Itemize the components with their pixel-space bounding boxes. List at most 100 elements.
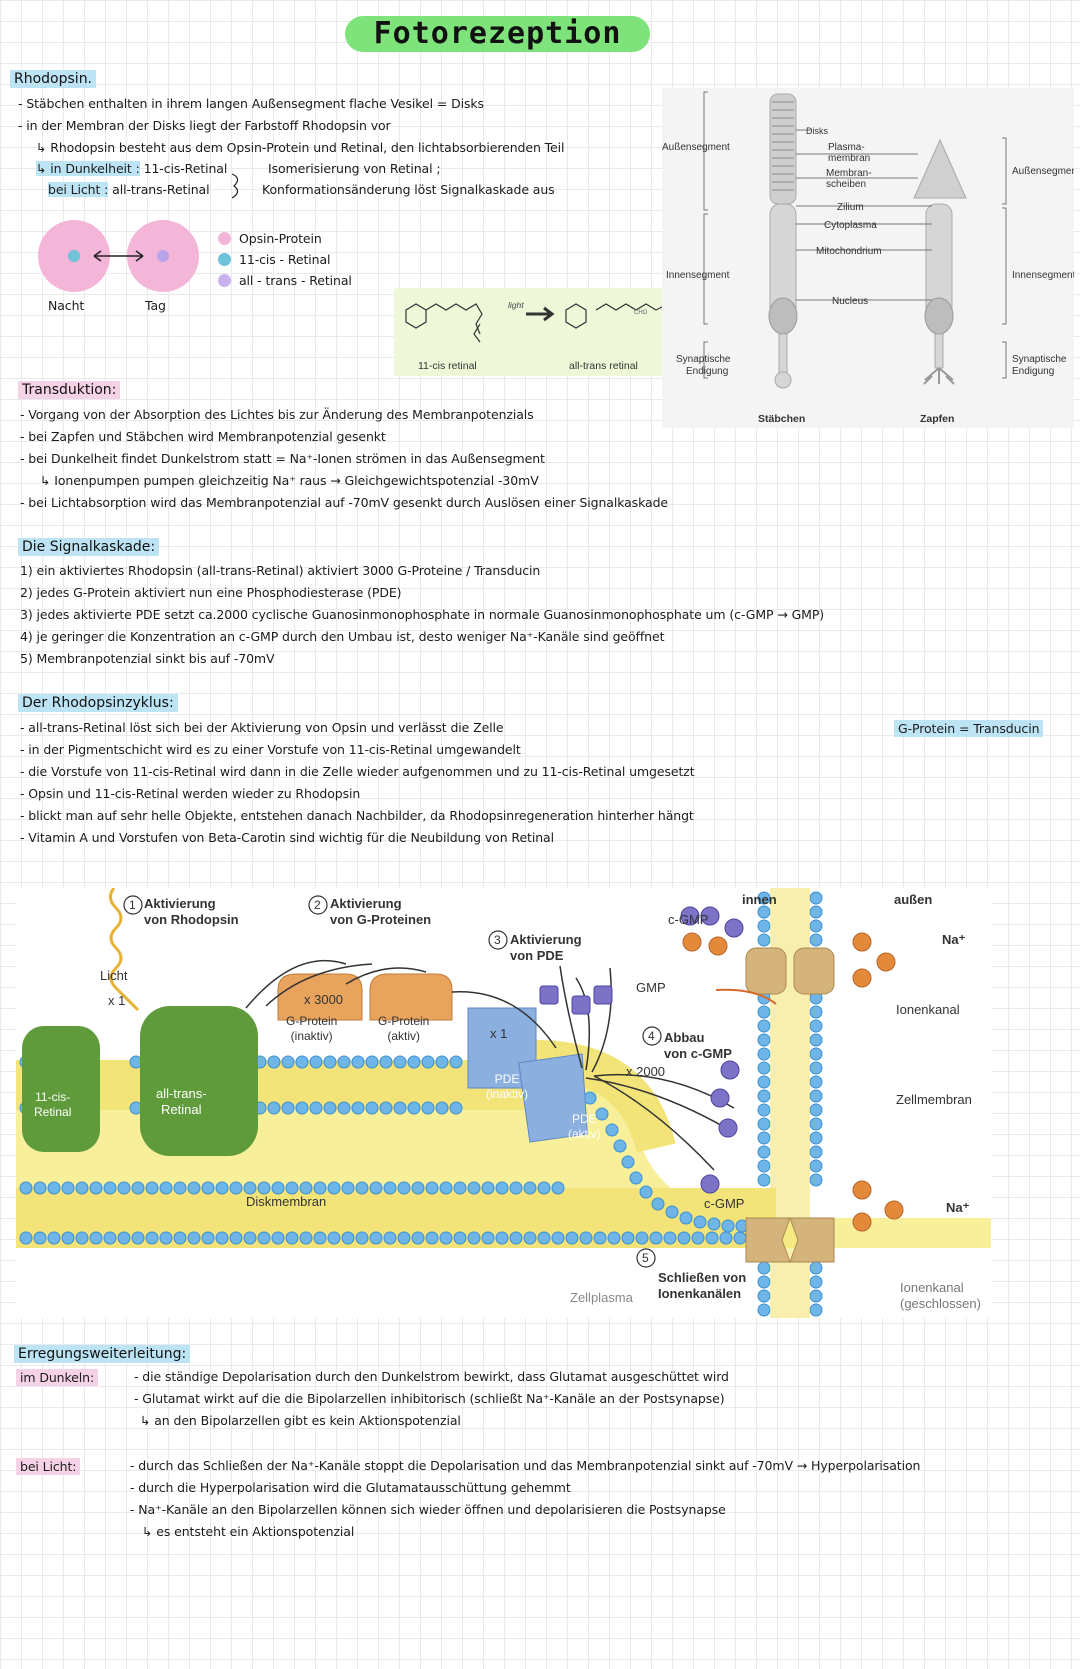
svg-text:4: 4: [648, 1029, 655, 1043]
zilium-label: Zilium: [837, 202, 864, 213]
signalkaskade-line-2: 2) jedes G-Protein aktiviert nun eine Ph…: [20, 585, 402, 600]
na-bottom-label: Na⁺: [946, 1200, 970, 1215]
gprotein-aktiv-label: G-Protein (aktiv): [378, 1014, 430, 1043]
transduktion-line-2: - bei Zapfen und Stäbchen wird Membranpo…: [20, 429, 386, 444]
light-value: all-trans-Retinal: [112, 182, 210, 197]
syn-right-label-2: Endigung: [1012, 366, 1054, 377]
rhodopsin-heading: Rhodopsin.: [10, 70, 97, 88]
pde-aktiv: [518, 1053, 588, 1143]
plasma-label: Plasma-: [828, 142, 865, 153]
cis-dot: [68, 250, 80, 262]
dunkel-label: im Dunkeln:: [16, 1369, 99, 1386]
membran-label-2: scheiben: [826, 179, 866, 190]
gmp-label: GMP: [636, 980, 666, 995]
zyklus-line-1: - all-trans-Retinal löst sich bei der Ak…: [20, 720, 504, 735]
dark-row: ↳ in Dunkelheit : 11-cis-Retinal: [36, 161, 227, 176]
transduktion-line-3: - bei Dunkelheit findet Dunkelstrom stat…: [20, 451, 545, 466]
zyklus-heading: Der Rhodopsinzyklus:: [18, 694, 178, 712]
disk-heads-bottom: [19, 1181, 761, 1245]
zyklus-line-5: - blickt man auf sehr helle Objekte, ent…: [20, 808, 694, 823]
erregung-heading: Erregungsweiterleitung:: [14, 1345, 191, 1363]
mito-label: Mitochondrium: [816, 246, 882, 257]
signalkaskade-heading: Die Signalkaskade:: [18, 538, 160, 556]
licht-label-erregung: bei Licht:: [16, 1458, 81, 1475]
light-label: bei Licht :: [48, 182, 109, 197]
retinal-structures: light CHO 11-cis retinal all-trans retin…: [405, 300, 665, 372]
cgmp-top-label: c-GMP: [668, 912, 709, 927]
dunkel-line-2: - Glutamat wirkt auf die die Bipolarzell…: [134, 1391, 725, 1406]
licht-line-1: - durch das Schließen der Na⁺-Kanäle sto…: [130, 1458, 921, 1473]
zellmembran-label: Zellmembran: [896, 1092, 972, 1107]
x3000-label: x 3000: [304, 992, 344, 1007]
nacht-label: Nacht: [48, 298, 85, 313]
plasma-label-2: membran: [828, 153, 870, 164]
page-title: Fotorezeption: [345, 16, 650, 52]
licht-line-3: - Na⁺-Kanäle an den Bipolarzellen können…: [130, 1502, 726, 1517]
step4-label: Abbau von c-GMP: [664, 1030, 732, 1061]
gprotein-inaktiv-label: G-Protein (inaktiv): [286, 1014, 338, 1043]
x1-label: x 1: [108, 993, 126, 1008]
dark-value: 11-cis-Retinal: [143, 161, 228, 176]
cell-membrane-heads: [757, 891, 823, 1317]
legend: Opsin-Protein 11-cis - Retinal all - tra…: [218, 228, 352, 291]
gprotein-aktiv: [369, 973, 453, 1021]
step5-label: Schließen von Ionenkanälen: [658, 1270, 747, 1301]
light-label: light: [508, 300, 524, 310]
syn-left-label-2: Endigung: [686, 366, 728, 377]
rhodopsin-line-1: - Stäbchen enthalten in ihrem langen Auß…: [18, 96, 484, 111]
light-arrow: [109, 888, 140, 1012]
cytoplasma-label: Cytoplasma: [824, 220, 877, 231]
photoreceptor-figure: Disks Plasma- membran Membran- scheiben …: [662, 88, 1080, 428]
rhodopsin-cis: [22, 1026, 100, 1152]
svg-text:5: 5: [642, 1251, 649, 1265]
dark-label: ↳ in Dunkelheit :: [36, 161, 140, 176]
dunkel-line-3: ↳ an den Bipolarzellen gibt es kein Akti…: [140, 1413, 461, 1428]
legend-item-cis: 11-cis - Retinal: [218, 249, 352, 270]
pde-aktiv-label: PDE (aktiv): [568, 1112, 601, 1141]
x1b-label: x 1: [490, 1026, 508, 1041]
light-row: bei Licht : all-trans-Retinal: [48, 182, 210, 197]
nucleus-label: Nucleus: [832, 296, 868, 307]
innen-left-label: Innensegment: [666, 270, 730, 281]
diskmembran-label: Diskmembran: [246, 1194, 327, 1209]
rhodopsin-line-3: ↳ Rhodopsin besteht aus dem Opsin-Protei…: [36, 140, 565, 155]
signalkaskade-line-3: 3) jedes aktivierte PDE setzt ca.2000 cy…: [20, 607, 825, 622]
signalkaskade-line-4: 4) je geringer die Konzentration an c-GM…: [20, 629, 665, 644]
tag-label: Tag: [145, 298, 166, 313]
bracket-arrows: [231, 173, 239, 199]
aussen-left-label: Außensegment: [662, 142, 730, 153]
pde-inaktiv-label: PDE (inaktiv): [486, 1072, 529, 1101]
signalkaskade-line-5: 5) Membranpotenzial sinkt bis auf -70mV: [20, 651, 275, 666]
transduktion-line-5: - bei Lichtabsorption wird das Membranpo…: [20, 495, 668, 510]
zyklus-line-6: - Vitamin A und Vorstufen von Beta-Carot…: [20, 830, 554, 845]
zyklus-line-2: - in der Pigmentschicht wird es zu einer…: [20, 742, 521, 757]
licht-line-2: - durch die Hyperpolarisation wird die G…: [130, 1480, 571, 1495]
step2-label: Aktivierung von G-Proteinen: [330, 896, 432, 927]
cascade-drawing: 1 2 3 4 5: [16, 888, 991, 1318]
trans-dot: [157, 250, 169, 262]
svg-text:1: 1: [129, 898, 136, 912]
photoreceptor-drawing: Disks Plasma- membran Membran- scheiben …: [662, 91, 1080, 425]
syn-left-label: Synaptische: [676, 354, 731, 365]
legend-swatch-cis: [218, 253, 231, 266]
rhodopsin-trans: [140, 1006, 258, 1156]
cascade-diagram: 1 2 3 4 5: [16, 888, 991, 1318]
signalkaskade-line-1: 1) ein aktiviertes Rhodopsin (all-trans-…: [20, 563, 541, 578]
cis-retinal-label: 11-cis retinal: [418, 360, 477, 372]
zyklus-line-4: - Opsin und 11-cis-Retinal werden wieder…: [20, 786, 361, 801]
syn-right-label: Synaptische: [1012, 354, 1067, 365]
aussen-right-label: Außensegment: [1012, 166, 1074, 177]
ion-channel-open: [745, 947, 835, 995]
zyklus-note: G-Protein = Transducin: [894, 720, 1044, 737]
rhodopsin-line-2: - in der Membran der Disks liegt der Far…: [18, 118, 391, 133]
transduktion-line-4: ↳ Ionenpumpen pumpen gleichzeitig Na⁺ ra…: [40, 473, 539, 488]
trans-retinal-label: all-trans retinal: [569, 360, 638, 372]
isomerisierung-text: Isomerisierung von Retinal ;: [268, 161, 441, 176]
ionenkanal-geschlossen-label: Ionenkanal (geschlossen): [900, 1280, 981, 1311]
trans-label: all-trans- Retinal: [156, 1086, 207, 1117]
aussen-label: außen: [894, 892, 933, 907]
step3-label: Aktivierung von PDE: [510, 932, 582, 963]
gprotein-inaktiv: [277, 973, 363, 1021]
ionenkanal-label: Ionenkanal: [896, 1002, 960, 1017]
transduktion-heading: Transduktion:: [18, 381, 121, 399]
